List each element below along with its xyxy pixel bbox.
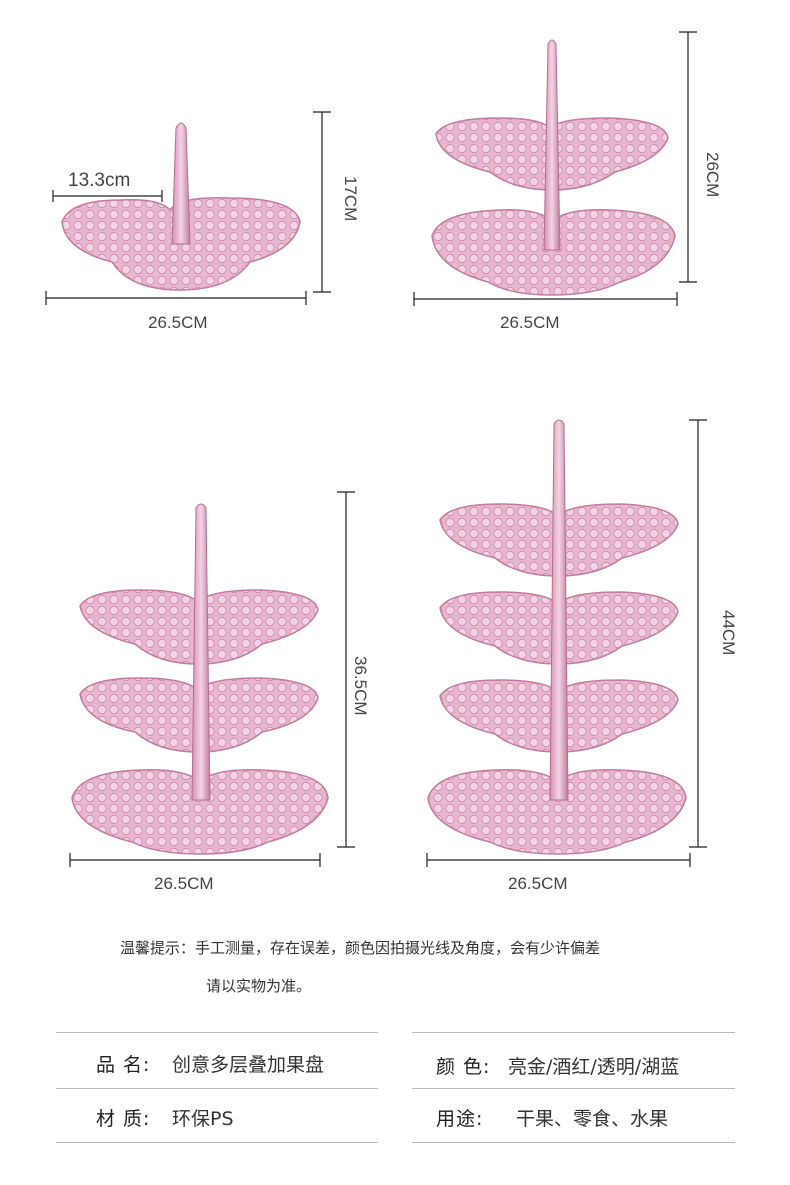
fig1-height-label: 17CM: [341, 176, 360, 222]
spec-usage-label: 用途:: [436, 1108, 484, 1130]
tray-1-tier: [61, 122, 301, 291]
spec-color-value: 亮金/酒红/透明/湖蓝: [508, 1056, 680, 1078]
fig4-height-label: 44CM: [719, 610, 738, 656]
spec-material-label: 材 质:: [96, 1108, 151, 1130]
spec-divider: [56, 1088, 378, 1089]
dimension-lines: [45, 31, 707, 867]
tray-4-tier: [427, 419, 687, 855]
fig2-width-label: 26.5CM: [500, 313, 560, 332]
spec-material-value: 环保PS: [172, 1108, 234, 1130]
note-line-1: 温馨提示：手工测量，存在误差，颜色因拍摄光线及角度，会有少许偏差: [120, 939, 601, 957]
fig4-width-label: 26.5CM: [508, 874, 568, 893]
spec-color-label: 颜 色:: [436, 1056, 491, 1078]
spec-name-label: 品 名:: [96, 1054, 151, 1076]
spec-divider: [412, 1032, 735, 1033]
spec-divider: [56, 1142, 378, 1143]
fig3-height-label: 36.5CM: [351, 656, 370, 716]
spec-usage-value: 干果、零食、水果: [516, 1108, 669, 1130]
tray-2-tier: [431, 39, 676, 296]
fig1-radius-label: 13.3cm: [68, 170, 131, 191]
note-line-2: 请以实物为准。: [206, 977, 312, 995]
spec-divider: [412, 1142, 735, 1143]
spec-divider: [56, 1032, 378, 1033]
spec-divider: [412, 1088, 735, 1089]
spec-name-value: 创意多层叠加果盘: [172, 1054, 325, 1076]
fig2-height-label: 26CM: [703, 152, 722, 198]
fig3-width-label: 26.5CM: [154, 874, 214, 893]
tray-3-tier: [71, 503, 329, 855]
fig1-width-label: 26.5CM: [148, 313, 208, 332]
